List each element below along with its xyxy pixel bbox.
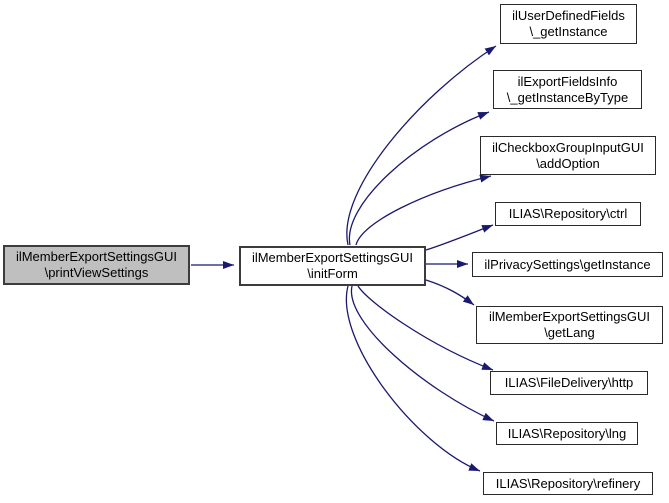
node-label-line: ILIAS\FileDelivery\http xyxy=(504,375,634,390)
edge-initForm-to-getInstanceByType xyxy=(348,111,490,246)
node-label-line: ILIAS\Repository\lng xyxy=(507,425,627,441)
node-ILIAS-FileDelivery-http[interactable]: ILIAS\FileDelivery\http xyxy=(490,371,648,395)
edge-initForm-to-lng xyxy=(350,285,495,422)
node-ilUserDefinedFields-getInstance[interactable]: ilUserDefinedFields \_getInstance xyxy=(500,4,637,44)
node-label-line: ilMemberExportSettingsGUI xyxy=(488,309,651,324)
node-ilExportFieldsInfo-getInstanceByType[interactable]: ilExportFieldsInfo \_getInstanceByType xyxy=(493,70,642,109)
node-label-line: \addOption xyxy=(536,155,600,171)
node-label-line: ilMemberExportSettingsGUI xyxy=(251,250,414,265)
edge-initForm-to-getLang xyxy=(425,279,475,306)
edge-initForm-to-getInstance xyxy=(346,45,497,246)
node-label-line: \getLang xyxy=(544,325,595,340)
node-ILIAS-Repository-refinery[interactable]: ILIAS\Repository\refinery xyxy=(483,472,653,495)
node-label-line: ilExportFieldsInfo xyxy=(517,73,618,89)
node-ILIAS-Repository-ctrl[interactable]: ILIAS\Repository\ctrl xyxy=(495,202,641,226)
edge-initForm-to-refinery xyxy=(345,285,481,472)
node-ilMemberExportSettingsGUI-printViewSettings[interactable]: ilMemberExportSettingsGUI \printViewSett… xyxy=(3,245,190,285)
node-ilCheckboxGroupInputGUI-addOption[interactable]: ilCheckboxGroupInputGUI \addOption xyxy=(480,136,656,175)
edge-initForm-to-addOption xyxy=(355,174,492,246)
node-label-line: ilMemberExportSettingsGUI xyxy=(15,249,178,264)
node-label-line: ilCheckboxGroupInputGUI xyxy=(492,139,644,155)
node-label-line: \_getInstance xyxy=(529,24,608,39)
edge-initForm-to-http xyxy=(357,285,494,371)
edge-initForm-to-ctrl xyxy=(425,224,494,251)
node-label-line: \printViewSettings xyxy=(44,265,149,280)
node-label-line: \initForm xyxy=(307,266,358,281)
node-ILIAS-Repository-lng[interactable]: ILIAS\Repository\lng xyxy=(496,422,638,445)
node-ilMemberExportSettingsGUI-getLang[interactable]: ilMemberExportSettingsGUI \getLang xyxy=(476,306,663,344)
node-label-line: ILIAS\Repository\ctrl xyxy=(508,206,628,221)
node-label-line: \_getInstanceByType xyxy=(506,89,629,105)
node-ilMemberExportSettingsGUI-initForm[interactable]: ilMemberExportSettingsGUI \initForm xyxy=(239,246,426,286)
node-ilPrivacySettings-getInstance[interactable]: ilPrivacySettings\getInstance xyxy=(472,252,663,277)
node-label-line: ilPrivacySettings\getInstance xyxy=(484,256,651,272)
node-label-line: ilUserDefinedFields xyxy=(512,8,625,23)
node-label-line: ILIAS\Repository\refinery xyxy=(495,475,641,491)
